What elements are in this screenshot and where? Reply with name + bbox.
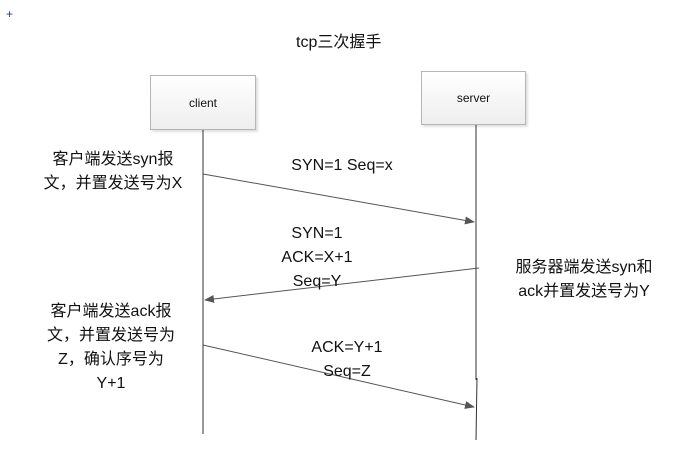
- message-line: SYN=1 Seq=x: [291, 157, 393, 174]
- client-actor-box: client: [150, 75, 256, 130]
- note-line: 客户端发送ack报: [50, 303, 172, 320]
- ack-arrow: [202, 344, 475, 409]
- server-actor-box: server: [421, 71, 526, 125]
- syn-ack-message-label: SYN=1 ACK=X+1 Seq=Y: [252, 222, 382, 294]
- server-step2-note: 服务器端发送syn和 ack并置发送号为Y: [496, 256, 672, 304]
- note-line: 文，并置发送号为: [46, 327, 175, 344]
- message-line: Seq=Y: [292, 273, 342, 290]
- message-line: ACK=X+1: [281, 249, 353, 266]
- message-line: ACK=Y+1: [311, 339, 383, 356]
- note-line: 服务器端发送syn和: [515, 259, 653, 276]
- message-line: Seq=Z: [323, 363, 371, 380]
- ack-message-label: ACK=Y+1 Seq=Z: [282, 336, 412, 384]
- syn-arrow: [202, 173, 475, 225]
- syn-message-label: SYN=1 Seq=x: [262, 154, 422, 178]
- diagram-title: tcp三次握手: [296, 34, 382, 51]
- note-line: ack并置发送号为Y: [518, 283, 650, 300]
- server-lifeline-lower: [475, 377, 478, 441]
- note-line: Y+1: [96, 375, 126, 392]
- client-step1-note: 客户端发送syn报 文，并置发送号为X: [20, 148, 206, 196]
- client-actor-label: client: [188, 95, 217, 110]
- server-actor-label: server: [456, 91, 491, 105]
- note-line: Z，确认序号为: [58, 351, 164, 368]
- note-line: 文，并置发送号为X: [43, 175, 183, 192]
- corner-plus-mark: +: [6, 7, 14, 21]
- syn-ack-arrow: [204, 267, 480, 303]
- message-line: SYN=1: [291, 225, 343, 242]
- client-step3-note: 客户端发送ack报 文，并置发送号为 Z，确认序号为 Y+1: [22, 300, 200, 396]
- note-line: 客户端发送syn报: [52, 151, 174, 168]
